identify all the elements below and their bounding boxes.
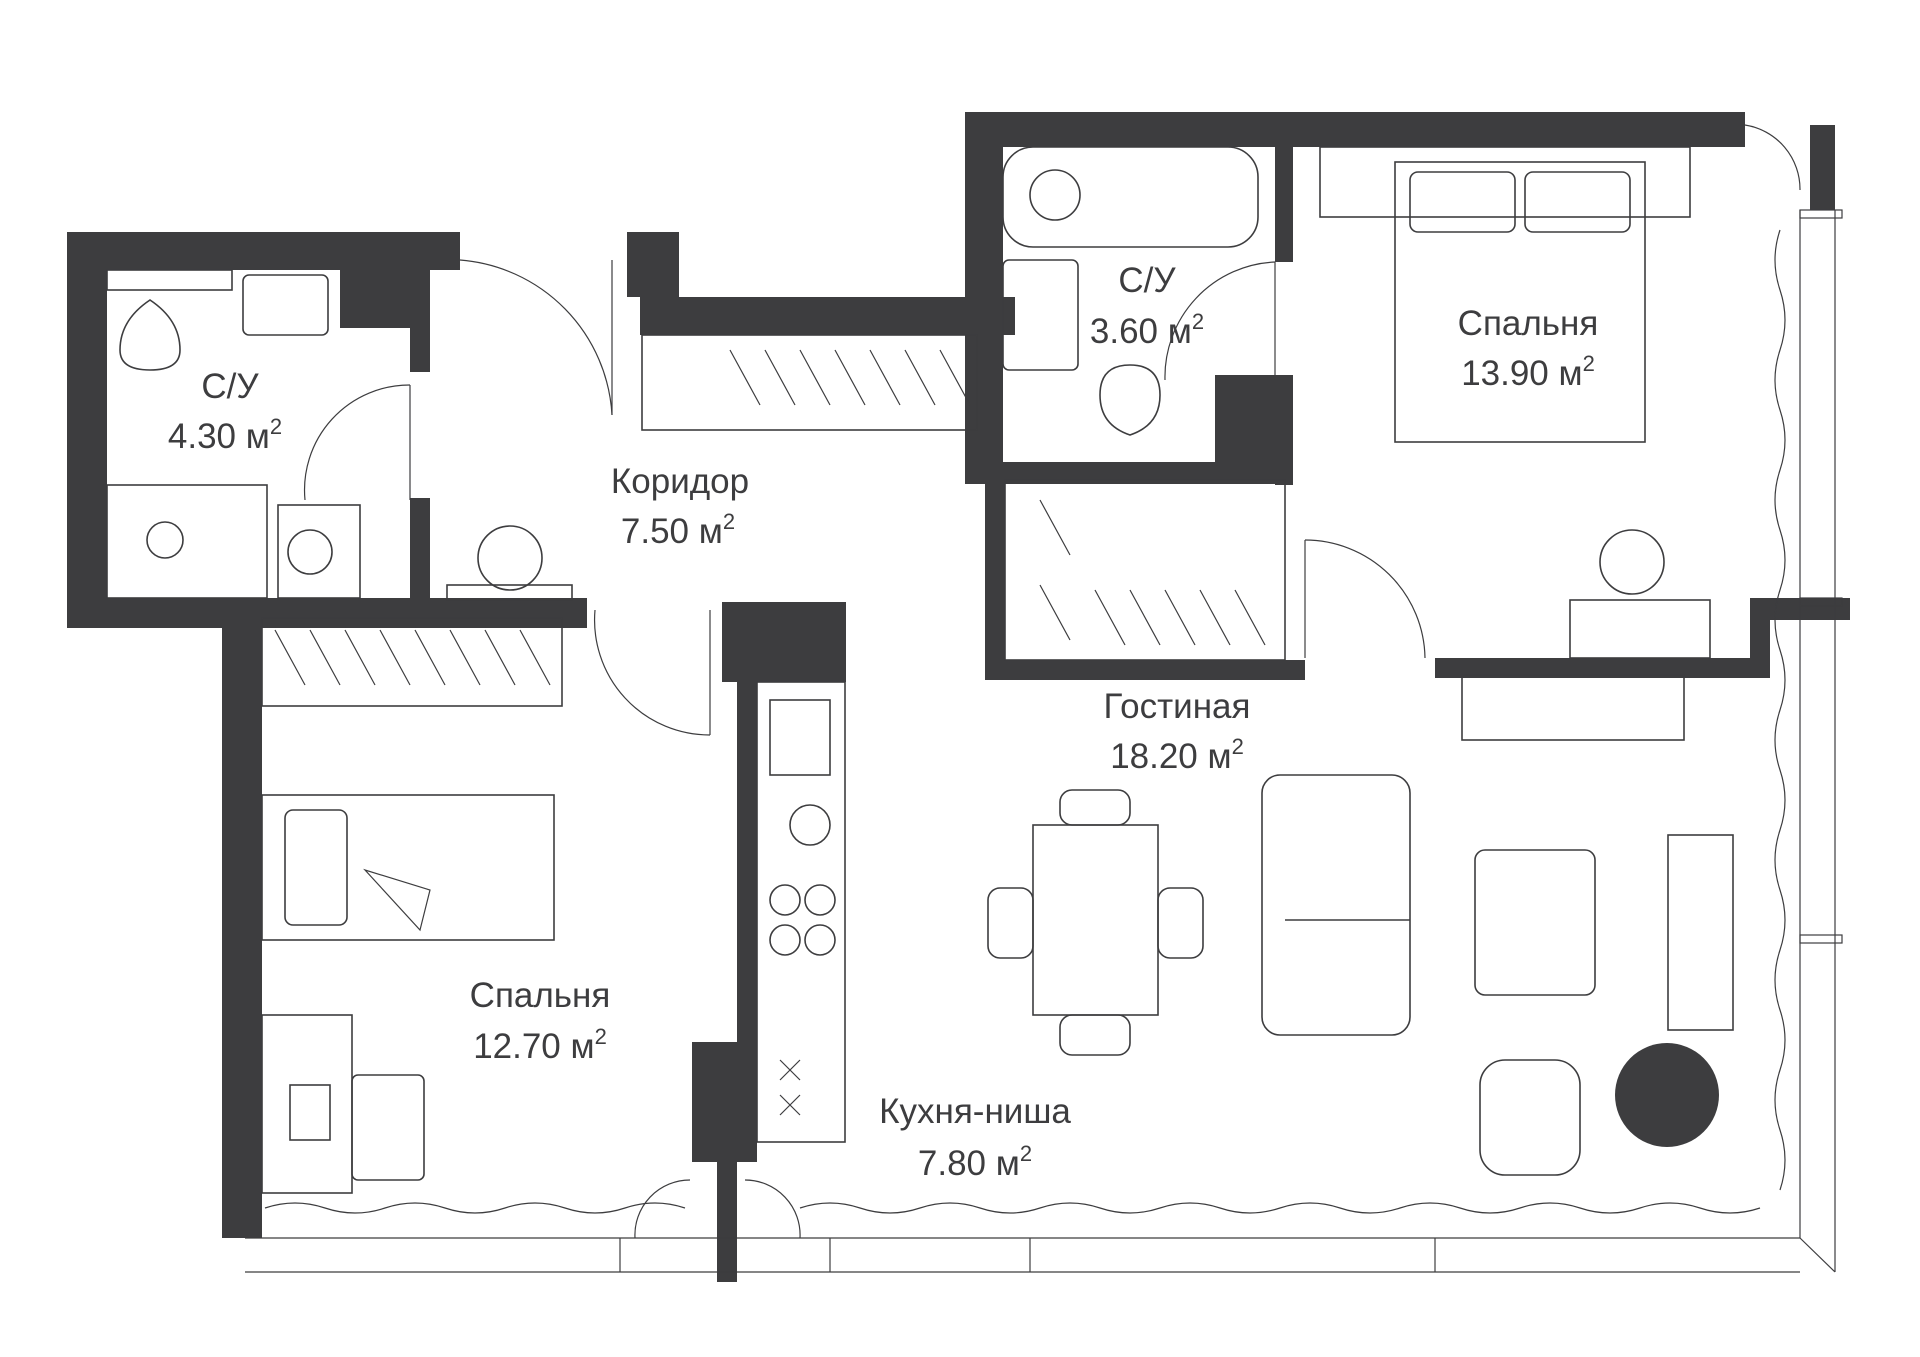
wall	[410, 498, 430, 618]
desk	[261, 1014, 353, 1194]
wall	[1275, 147, 1293, 262]
room-labels: С/У 4.30 м2 Коридор 7.50 м2 С/У 3.60 м2 …	[168, 261, 1598, 1183]
rug	[1474, 849, 1596, 996]
hob-icon	[789, 804, 831, 846]
sink-icon	[769, 699, 831, 776]
kitchen-counter	[756, 681, 846, 1143]
room-name-bedroom-small: Спальня	[470, 976, 611, 1015]
toilet-icon	[119, 299, 181, 371]
sofa-icon	[1261, 774, 1411, 1036]
wall	[1275, 375, 1293, 485]
furniture	[106, 146, 1734, 1194]
laptop-icon	[289, 1084, 331, 1141]
stool-icon	[477, 525, 543, 591]
doors	[303, 124, 1801, 1239]
bed-icon	[1394, 161, 1646, 443]
wall	[627, 232, 679, 297]
bed-icon	[261, 794, 555, 941]
wall	[67, 232, 107, 628]
wall	[640, 297, 1015, 335]
wall	[222, 618, 262, 1238]
walls	[67, 112, 1850, 1282]
chair-icon	[351, 1074, 425, 1181]
shaft	[345, 275, 400, 320]
room-name-bath-left: С/У	[201, 367, 259, 406]
dresser	[1569, 599, 1711, 659]
room-name-living-room: Гостиная	[1104, 687, 1251, 726]
room-name-corridor: Коридор	[611, 462, 749, 501]
wall	[1435, 658, 1770, 678]
shower-icon	[106, 484, 268, 599]
wall	[692, 1042, 757, 1162]
wardrobe	[261, 617, 563, 707]
wardrobe	[1004, 479, 1286, 661]
sink-icon	[242, 274, 329, 336]
wall	[985, 462, 1293, 484]
wardrobe	[641, 334, 978, 431]
tv-stand	[1667, 834, 1734, 1031]
wall	[737, 602, 757, 1162]
room-area-bedroom-small: 12.70 м2	[473, 1024, 607, 1066]
stool-icon	[1599, 529, 1665, 595]
room-area-living-room: 18.20 м2	[1110, 734, 1244, 776]
room-area-corridor: 7.50 м2	[621, 509, 735, 551]
room-area-kitchen-niche: 7.80 м2	[918, 1141, 1032, 1183]
room-area-bedroom-large: 13.90 м2	[1461, 351, 1595, 393]
bathtub-icon	[1002, 146, 1259, 248]
sink-icon	[1002, 259, 1079, 371]
headboard	[1319, 146, 1691, 218]
room-name-bedroom-large: Спальня	[1458, 304, 1599, 343]
wall	[965, 112, 1745, 147]
room-name-bath-right: С/У	[1118, 261, 1176, 300]
wall	[410, 232, 430, 372]
wall	[985, 660, 1305, 680]
wall	[1810, 125, 1835, 210]
wall	[985, 462, 1005, 680]
shaft	[1230, 402, 1275, 457]
washing-machine-icon	[277, 504, 361, 599]
room-area-bath-right: 3.60 м2	[1090, 309, 1204, 351]
wall	[67, 598, 587, 628]
room-area-bath-left: 4.30 м2	[168, 414, 282, 456]
room-name-kitchen-niche: Кухня-ниша	[879, 1092, 1071, 1131]
radiator	[1461, 674, 1685, 741]
wall	[717, 1162, 737, 1282]
wall	[965, 112, 1003, 484]
wall	[67, 232, 460, 270]
armchair-icon	[1479, 1059, 1581, 1176]
toilet-icon	[1099, 364, 1161, 436]
windows	[245, 209, 1843, 1273]
dining-table	[1032, 824, 1159, 1016]
plant-icon	[1615, 1043, 1719, 1147]
